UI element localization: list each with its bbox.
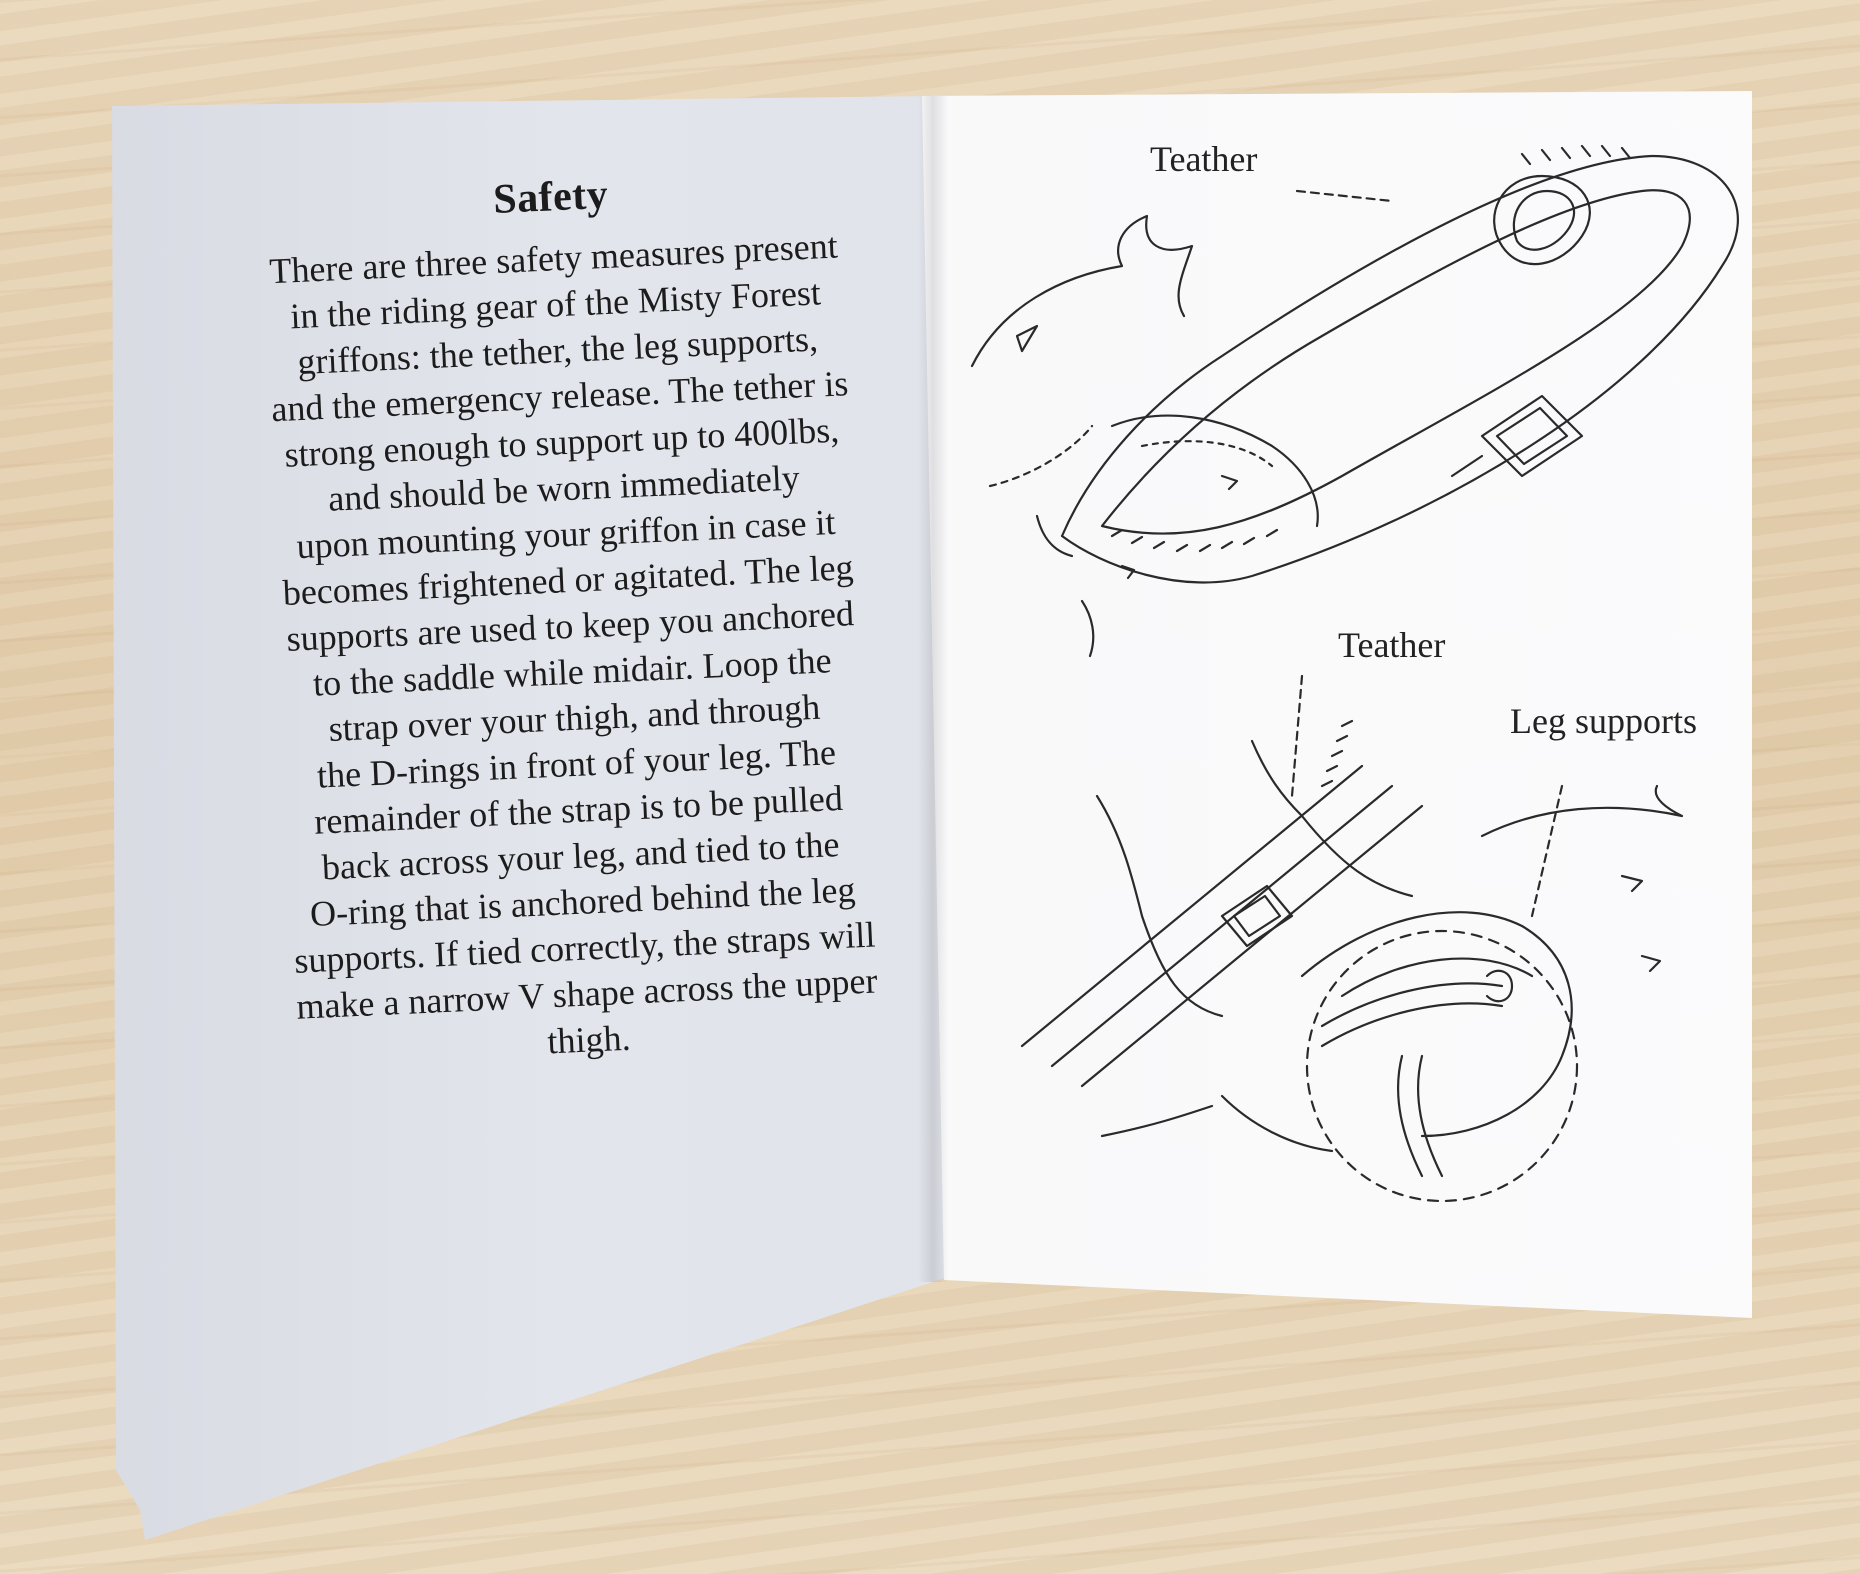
leg-support-highlight-circle — [1305, 929, 1579, 1203]
tether-strap-drawing — [970, 144, 1739, 658]
safety-paragraph: There are three safety measures present … — [188, 219, 955, 1079]
tether-leader-line — [1295, 189, 1394, 203]
tether-label-bottom: Teather — [1338, 625, 1446, 665]
leg-supports-label: Leg supports — [1510, 701, 1697, 741]
leg-supports-drawing — [1020, 719, 1684, 1203]
safety-text-block: Safety There are three safety measures p… — [185, 157, 955, 1079]
tether-label-top: Teather — [1150, 139, 1258, 179]
saddle-illustration — [970, 144, 1739, 1203]
leg-supports-leader-line — [1530, 784, 1564, 918]
tether-leader-line-bottom — [1290, 674, 1304, 798]
